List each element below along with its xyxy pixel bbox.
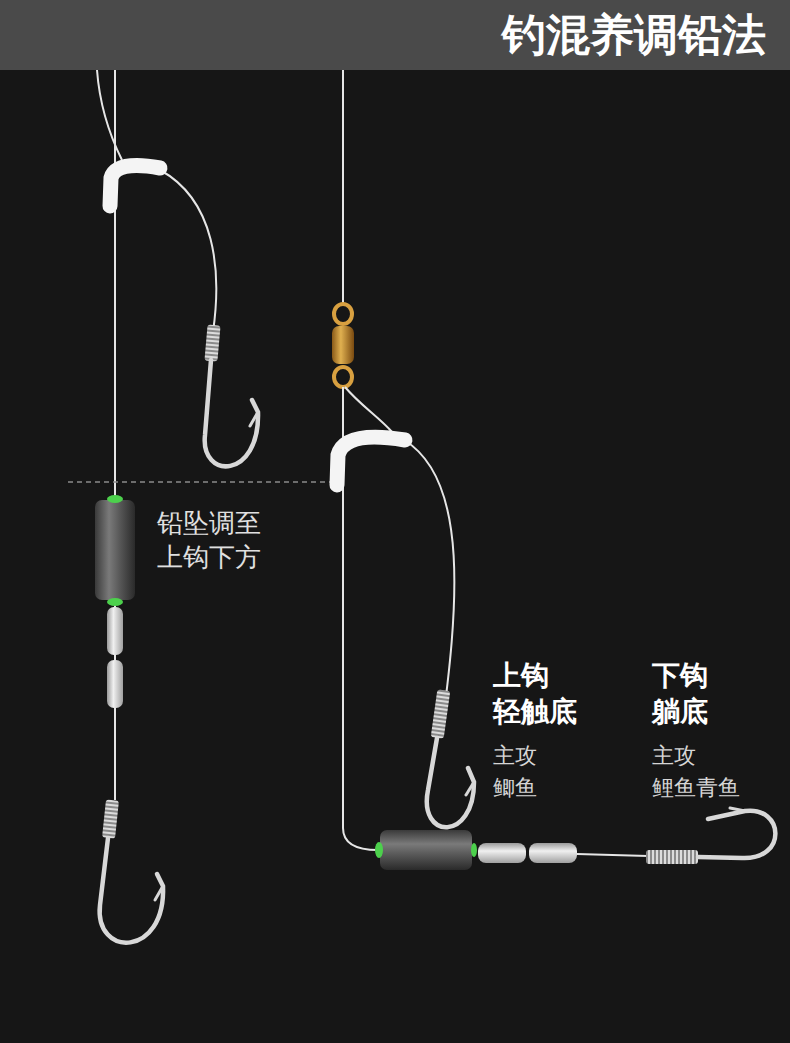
- hook-barb: [730, 808, 745, 811]
- dashed-guide: [68, 481, 330, 483]
- sinker-note: 铅坠调至 上钩下方: [157, 506, 261, 574]
- sinker-stopper: [375, 842, 383, 858]
- upper-hook: [427, 738, 474, 827]
- swivel-barrel: [332, 326, 354, 364]
- hook-barb: [250, 412, 258, 426]
- sinker-stopper: [107, 495, 123, 503]
- space-bean: [107, 660, 123, 708]
- swivel-ring: [334, 304, 352, 324]
- lower-hook: [698, 811, 775, 858]
- silicone-tube: [110, 166, 160, 206]
- snell-line: [345, 387, 392, 432]
- main-line: [342, 70, 344, 304]
- silicone-tube: [337, 437, 405, 485]
- target-fish: 主攻 鲤鱼青鱼: [652, 740, 740, 804]
- snell-line: [97, 70, 122, 160]
- hook-eye-wrap: [431, 689, 451, 738]
- swivel-ring: [334, 367, 352, 387]
- title-bar: [0, 0, 790, 70]
- space-bean: [478, 843, 526, 863]
- right-rig: [332, 70, 775, 870]
- lower-hook: [100, 838, 163, 943]
- main-line: [343, 387, 378, 850]
- lead-sinker: [95, 500, 135, 600]
- page-title: 钓混养调铅法: [502, 8, 766, 62]
- hook-barb: [155, 886, 163, 900]
- hook-heading: 下钩 躺底: [652, 658, 708, 730]
- hook-eye-wrap: [646, 850, 698, 864]
- hook-barb: [466, 782, 474, 795]
- space-bean: [529, 843, 577, 863]
- hook-eye-wrap: [204, 325, 220, 362]
- space-bean: [107, 607, 123, 655]
- hook-heading: 上钩 轻触底: [493, 658, 577, 730]
- snell-line: [160, 170, 216, 332]
- left-rig: [68, 70, 330, 943]
- sinker-stopper: [471, 843, 477, 857]
- target-fish: 主攻 鲫鱼: [493, 740, 537, 804]
- snell-line: [577, 854, 648, 856]
- upper-hook: [205, 360, 258, 466]
- lead-sinker: [380, 830, 472, 870]
- hook-eye-wrap: [102, 799, 119, 838]
- sinker-stopper: [107, 598, 123, 606]
